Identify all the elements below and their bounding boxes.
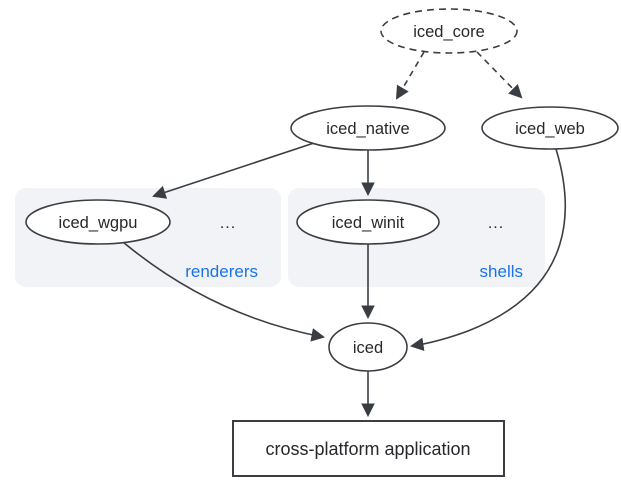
group-renderers-ellipsis: ... xyxy=(220,215,236,232)
node-cross-platform-application-label: cross-platform application xyxy=(265,439,470,459)
edge-iced-web-to-iced xyxy=(409,148,567,352)
node-iced-winit: iced_winit xyxy=(296,199,440,245)
node-iced-web-label: iced_web xyxy=(515,120,585,138)
node-iced-winit-shape xyxy=(296,199,440,245)
edge-iced-wgpu-to-iced xyxy=(122,241,326,342)
node-iced-native-label: iced_native xyxy=(326,120,409,138)
node-iced-label: iced xyxy=(353,339,383,357)
node-iced-winit-label: iced_winit xyxy=(332,214,405,232)
node-iced: iced xyxy=(328,322,408,372)
node-iced-wgpu-shape xyxy=(25,199,171,245)
node-iced-core-shape xyxy=(380,8,518,54)
node-iced-native: iced_native xyxy=(290,105,446,151)
node-iced-wgpu-label: iced_wgpu xyxy=(59,214,138,232)
group-shells-ellipsis: ... xyxy=(488,215,504,232)
node-iced-shape xyxy=(328,322,408,372)
node-iced-core: iced_core xyxy=(380,8,518,54)
edge-iced-core-to-iced-web xyxy=(476,51,523,99)
node-cross-platform-application-shape xyxy=(232,420,505,477)
node-iced-web: iced_web xyxy=(481,106,619,150)
edge-iced-native-to-iced-wgpu xyxy=(152,142,315,199)
group-shells-label: shells xyxy=(480,262,523,281)
node-iced-wgpu: iced_wgpu xyxy=(25,199,171,245)
node-iced-core-label: iced_core xyxy=(413,23,485,41)
group-renderers-label: renderers xyxy=(185,262,258,281)
edges xyxy=(122,51,567,418)
node-iced-native-shape xyxy=(290,105,446,151)
node-iced-web-shape xyxy=(481,106,619,150)
node-cross-platform-application: cross-platform application xyxy=(232,420,505,477)
edge-iced-core-to-iced-native xyxy=(395,51,425,100)
